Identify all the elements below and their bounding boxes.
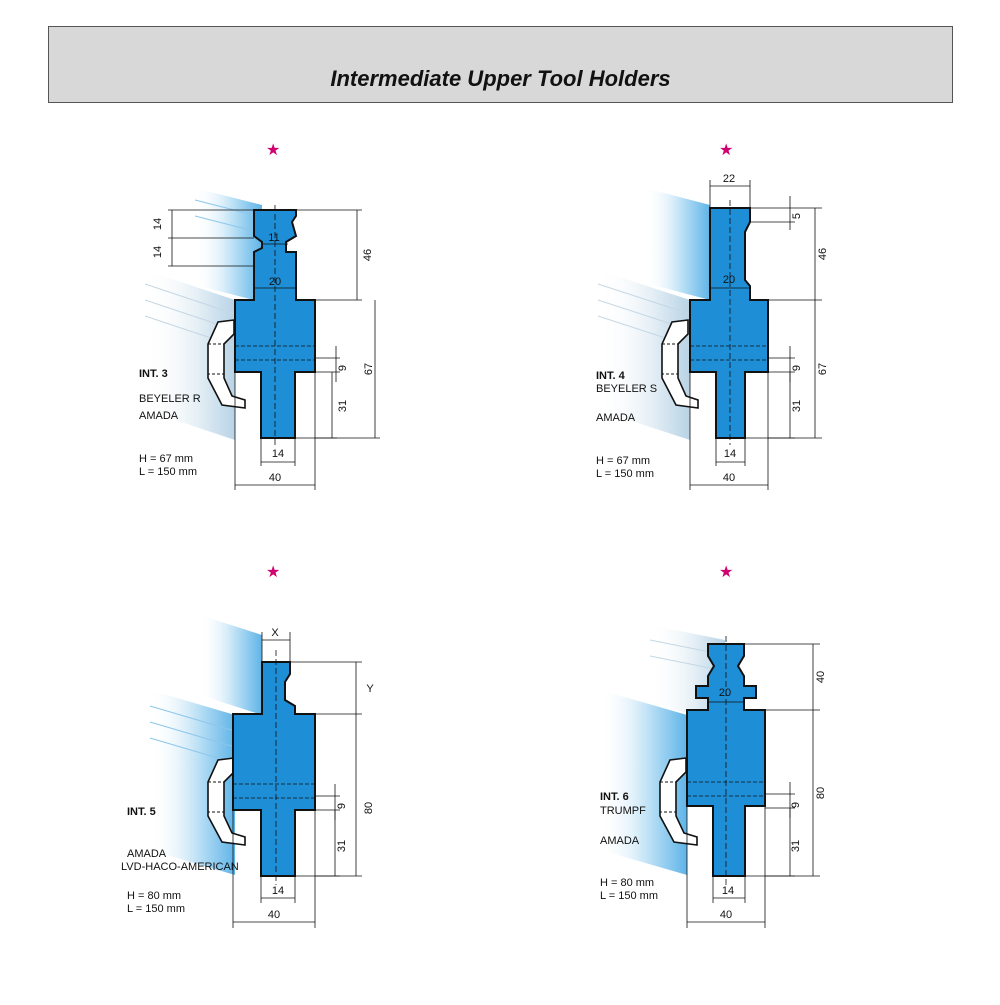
clamp-shape (207, 319, 246, 409)
dim-shank: 14 (722, 885, 734, 897)
rail-upper (200, 615, 262, 715)
dim-b: 14 (152, 246, 164, 258)
tool-name: INT. 3 (139, 368, 168, 380)
tool-system: TRUMPF (600, 805, 646, 817)
clamp-hole (207, 343, 225, 375)
dim-low: 31 (337, 400, 349, 412)
dim-width: 40 (268, 909, 280, 921)
dim-total: 67 (363, 363, 375, 375)
tool-system: BEYELER S (596, 383, 658, 395)
length-spec: L = 150 mm (596, 468, 654, 480)
height-spec: H = 67 mm (596, 455, 651, 467)
dimensions-int5 (232, 632, 362, 928)
dim-low: 31 (791, 400, 803, 412)
tool-name: INT. 6 (600, 791, 629, 803)
dim-c: 11 (268, 232, 279, 244)
dim-gap: 9 (791, 365, 803, 371)
dim-top: 46 (362, 249, 374, 261)
page-title: Intermediate Upper Tool Holders (330, 66, 671, 91)
dim-gap: 9 (790, 802, 802, 808)
dim-gap: 9 (336, 803, 348, 809)
height-spec: H = 80 mm (600, 877, 655, 889)
title-banner: Intermediate Upper Tool Holders (48, 26, 953, 103)
dim-top: 40 (815, 671, 827, 683)
rail-upper (645, 188, 710, 300)
height-spec: H = 80 mm (127, 890, 182, 902)
dim-top-width: 22 (723, 173, 735, 185)
dim-low: 31 (336, 840, 348, 852)
dim-width: 40 (720, 909, 732, 921)
dim-total: 80 (815, 787, 827, 799)
dim-y: Y (366, 683, 374, 695)
dimensions-int4 (689, 180, 822, 490)
dim-shank: 14 (272, 448, 284, 460)
star-icon: ★ (266, 564, 281, 581)
clamp-shape (661, 319, 699, 409)
dim-d: 20 (269, 276, 281, 288)
height-spec: H = 67 mm (139, 453, 194, 465)
tool-brand: AMADA (600, 835, 640, 847)
dim-top: 46 (817, 248, 829, 260)
clamp-shape (659, 757, 698, 846)
star-icon: ★ (266, 142, 281, 159)
rail-upper (194, 188, 263, 302)
tool-system: AMADA (127, 848, 167, 860)
tool-brand: LVD-HACO-AMERICAN (121, 861, 239, 873)
dimensions-int3 (168, 209, 380, 490)
length-spec: L = 150 mm (600, 890, 658, 902)
dim-width: 40 (269, 472, 281, 484)
tool-name: INT. 4 (596, 370, 625, 382)
dim-shank: 14 (272, 885, 284, 897)
tool-system: BEYELER R (139, 393, 201, 405)
rail-lower (149, 690, 236, 875)
dim-shank: 14 (724, 448, 736, 460)
dim-total: 80 (363, 802, 375, 814)
dim-gap: 9 (337, 365, 349, 371)
clamp-shape (207, 757, 246, 846)
dimensions-int6 (686, 643, 820, 928)
star-icon: ★ (719, 142, 734, 159)
dim-x: X (271, 627, 279, 639)
dim-d: 20 (723, 274, 735, 286)
rail-lower (600, 690, 687, 875)
dim-d: 20 (719, 687, 731, 699)
dim-low: 31 (790, 840, 802, 852)
dim-width: 40 (723, 472, 735, 484)
dim-a: 14 (152, 218, 164, 230)
star-icon: ★ (719, 564, 734, 581)
length-spec: L = 150 mm (139, 466, 197, 478)
tool-name: INT. 5 (127, 806, 156, 818)
dim-notch: 5 (791, 213, 803, 219)
length-spec: L = 150 mm (127, 903, 185, 915)
tool-brand: AMADA (139, 410, 179, 422)
dim-total: 67 (817, 363, 829, 375)
tool-brand: AMADA (596, 412, 636, 424)
